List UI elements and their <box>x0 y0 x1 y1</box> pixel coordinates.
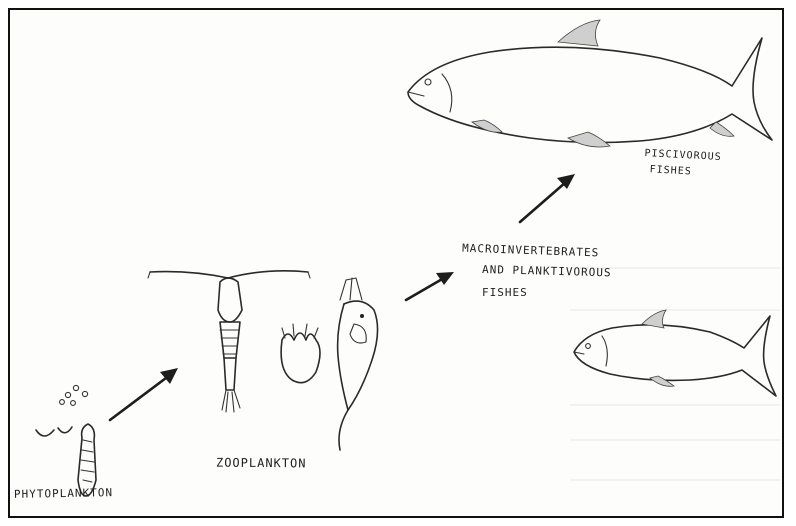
macroinvertebrates-label: MACROINVERTEBRATES AND PLANKTIVOROUS FIS… <box>462 246 712 299</box>
piscivorous-label: PISCIVOROUS FISHES <box>643 148 722 180</box>
planktivorous-fish-icon <box>574 310 776 396</box>
piscivorous-fish-icon <box>408 20 772 147</box>
food-chain-diagram: PHYTOPLANKTON ZOOPLANKTON MACROINVERTEBR… <box>8 8 784 518</box>
phytoplankton-label: PHYTOPLANKTON <box>14 486 113 501</box>
arrow-macro-to-pisci <box>520 174 575 222</box>
pisci-label-line-1: PISCIVOROUS <box>644 148 722 165</box>
phytoplankton-icon <box>36 385 96 496</box>
macro-label-line-2: AND PLANKTIVOROUS <box>482 263 712 283</box>
macro-label-line-3: FISHES <box>482 286 712 300</box>
arrow-zoo-to-macro <box>406 272 454 300</box>
zooplankton-icon <box>148 271 378 450</box>
zooplankton-label: ZOOPLANKTON <box>216 456 307 472</box>
arrow-phyto-to-zoo <box>110 368 178 420</box>
